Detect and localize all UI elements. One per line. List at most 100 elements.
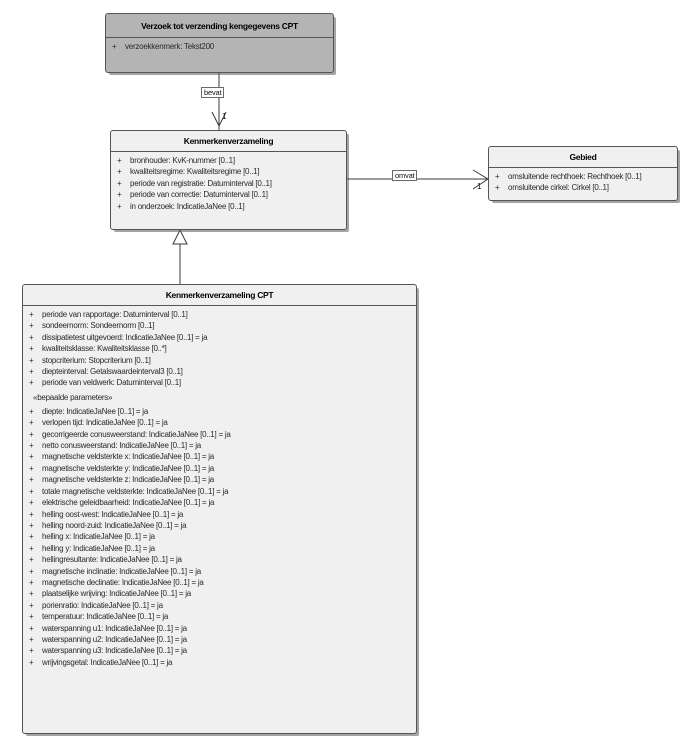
attribute-row: +waterspanning u3: IndicatieJaNee [0..1]… bbox=[23, 645, 416, 656]
visibility-marker: + bbox=[29, 509, 34, 519]
attribute-row: + omsluitende rechthoek: Rechthoek [0..1… bbox=[489, 171, 677, 182]
attribute-signature: verzoekkenmerk: Tekst200 bbox=[125, 42, 215, 51]
visibility-marker: + bbox=[29, 406, 34, 416]
class-box-kenmerkenverzameling[interactable]: Kenmerkenverzameling + bronhouder: KvK-n… bbox=[110, 130, 347, 230]
visibility-marker: + bbox=[29, 634, 34, 644]
attribute-signature: magnetische declinatie: IndicatieJaNee [… bbox=[42, 577, 204, 587]
attribute-signature: temperatuur: IndicatieJaNee [0..1] = ja bbox=[42, 612, 169, 622]
attribute-signature: magnetische veldsterkte y: IndicatieJaNe… bbox=[42, 463, 214, 473]
attribute-row: +diepteinterval: Getalswaardeinterval3 [… bbox=[23, 366, 416, 377]
attribute-signature: kwaliteitsregime: Kwaliteitsregime [0..1… bbox=[130, 167, 260, 177]
attribute-row: +wrijvingsgetal: IndicatieJaNee [0..1] =… bbox=[23, 657, 416, 668]
attribute-row: +magnetische veldsterkte z: IndicatieJaN… bbox=[23, 474, 416, 485]
visibility-marker: + bbox=[29, 367, 34, 377]
attribute-signature: periode van veldwerk: Datuminterval [0..… bbox=[42, 378, 181, 388]
attribute-signature: helling x: IndicatieJaNee [0..1] = ja bbox=[42, 532, 155, 542]
attribute-row: + plaatselijke wrijving: IndicatieJaNee [… bbox=[23, 588, 416, 599]
attribute-signature: totale magnetische veldsterkte: Indicati… bbox=[42, 486, 229, 496]
attribute-row: + in onderzoek: IndicatieJaNee [0..1] bbox=[111, 201, 346, 212]
attribute-row: + periode van correctie: Datuminterval [… bbox=[111, 189, 346, 200]
class-attributes-kenmerkenverzameling-cpt: + periode van rapportage: Datuminterval [… bbox=[23, 306, 416, 671]
attribute-signature: periode van rapportage: Datuminterval [0… bbox=[42, 310, 188, 319]
visibility-marker: + bbox=[495, 172, 500, 181]
attribute-row: + netto conusweerstand: IndicatieJaNee [0… bbox=[23, 440, 416, 451]
class-name-kenmerkenverzameling: Kenmerkenverzameling bbox=[111, 131, 346, 152]
attribute-row: +elektrische geleidbaarheid: IndicatieJa… bbox=[23, 497, 416, 508]
class-box-kenmerkenverzameling-cpt[interactable]: Kenmerkenverzameling CPT + periode van ra… bbox=[22, 284, 417, 734]
visibility-marker: + bbox=[112, 42, 117, 51]
visibility-marker: + bbox=[29, 600, 34, 610]
visibility-marker: + bbox=[29, 555, 34, 565]
visibility-marker: + bbox=[29, 441, 34, 451]
visibility-marker: + bbox=[29, 612, 34, 622]
attribute-row: + temperatuur: IndicatieJaNee [0..1] = ja bbox=[23, 611, 416, 622]
class-name-kenmerkenverzameling-cpt: Kenmerkenverzameling CPT bbox=[23, 285, 416, 306]
attribute-row: + periode van rapportage: Datuminterval [… bbox=[23, 309, 416, 320]
attribute-signature: bronhouder: KvK-nummer [0..1] bbox=[130, 156, 235, 165]
class-attributes-kenmerkenverzameling: + bronhouder: KvK-nummer [0..1] + kwalit… bbox=[111, 152, 346, 215]
attribute-signature: waterspanning u1: IndicatieJaNee [0..1] … bbox=[42, 623, 187, 633]
visibility-marker: + bbox=[29, 310, 34, 319]
attribute-signature: kwaliteitsklasse: Kwaliteitsklasse [0..*… bbox=[42, 344, 167, 354]
attribute-row: +helling oost-west: IndicatieJaNee [0..1… bbox=[23, 509, 416, 520]
visibility-marker: + bbox=[117, 156, 122, 165]
attribute-row: +helling y: IndicatieJaNee [0..1] = ja bbox=[23, 543, 416, 554]
class-name-verzoek: Verzoek tot verzending kengegevens CPT bbox=[106, 14, 333, 38]
visibility-marker: + bbox=[29, 623, 34, 633]
visibility-marker: + bbox=[29, 646, 34, 656]
attribute-row: + diepte: IndicatieJaNee [0..1] = ja bbox=[23, 406, 416, 417]
attribute-row: +dissipatietest uitgevoerd: IndicatieJaN… bbox=[23, 332, 416, 343]
attribute-signature: plaatselijke wrijving: IndicatieJaNee [0… bbox=[42, 589, 191, 599]
attribute-signature: netto conusweerstand: IndicatieJaNee [0.… bbox=[42, 441, 201, 451]
attribute-signature: hellingresultante: IndicatieJaNee [0..1]… bbox=[42, 555, 182, 565]
attribute-row: + periode van registratie: Datuminterval… bbox=[111, 178, 346, 189]
association-label-omvat: omvat bbox=[392, 170, 418, 181]
attribute-signature: sondeernorm: Sondeernorm [0..1] bbox=[42, 321, 155, 331]
visibility-marker: + bbox=[495, 183, 500, 193]
visibility-marker: + bbox=[29, 452, 34, 462]
visibility-marker: + bbox=[29, 577, 34, 587]
visibility-marker: + bbox=[29, 378, 34, 388]
attribute-signature: diepte: IndicatieJaNee [0..1] = ja bbox=[42, 406, 149, 416]
association-label-bevat: bevat bbox=[201, 87, 225, 98]
attribute-signature: dissipatietest uitgevoerd: IndicatieJaNe… bbox=[42, 332, 208, 342]
visibility-marker: + bbox=[29, 566, 34, 576]
visibility-marker: + bbox=[29, 418, 34, 428]
attribute-row: + periode van veldwerk: Datuminterval [0.… bbox=[23, 377, 416, 388]
attribute-row: + kwaliteitsregime: Kwaliteitsregime [0.… bbox=[111, 166, 346, 177]
class-attributes-verzoek: + verzoekkenmerk: Tekst200 bbox=[106, 38, 333, 55]
attribute-row: + bronhouder: KvK-nummer [0..1] bbox=[111, 155, 346, 166]
attribute-row: +gecorrigeerde conusweerstand: Indicatie… bbox=[23, 429, 416, 440]
attribute-row: + magnetische veldsterkte y: IndicatieJaN… bbox=[23, 463, 416, 474]
visibility-marker: + bbox=[29, 355, 34, 365]
attribute-signature: verlopen tijd: IndicatieJaNee [0..1] = j… bbox=[42, 418, 168, 428]
visibility-marker: + bbox=[29, 475, 34, 485]
attribute-row: + sondeernorm: Sondeernorm [0..1] bbox=[23, 320, 416, 331]
visibility-marker: + bbox=[117, 190, 122, 200]
attribute-row: +totale magnetische veldsterkte: Indicat… bbox=[23, 486, 416, 497]
attribute-signature: helling y: IndicatieJaNee [0..1] = ja bbox=[42, 543, 155, 553]
class-attributes-gebied: + omsluitende rechthoek: Rechthoek [0..1… bbox=[489, 168, 677, 197]
visibility-marker: + bbox=[29, 321, 34, 331]
attribute-row: + helling noord-zuid: IndicatieJaNee [0..… bbox=[23, 520, 416, 531]
attribute-row: + waterspanning u1: IndicatieJaNee [0..1]… bbox=[23, 623, 416, 634]
attribute-signature: magnetische veldsterkte x: IndicatieJaNe… bbox=[42, 452, 214, 462]
attribute-row: +stopcriterium: Stopcriterium [0..1] bbox=[23, 355, 416, 366]
attribute-signature: omsluitende rechthoek: Rechthoek [0..1] bbox=[508, 172, 642, 181]
multiplicity-bevat-target: 1 bbox=[222, 112, 227, 121]
visibility-marker: + bbox=[29, 463, 34, 473]
attribute-row: +helling x: IndicatieJaNee [0..1] = ja bbox=[23, 531, 416, 542]
attribute-signature: helling noord-zuid: IndicatieJaNee [0..1… bbox=[42, 520, 187, 530]
attribute-row: +magnetische inclinatie: IndicatieJaNee … bbox=[23, 566, 416, 577]
attribute-signature: porienratio: IndicatieJaNee [0..1] = ja bbox=[42, 600, 163, 610]
stereotype-bepaalde-parameters: «bepaalde parameters» bbox=[33, 392, 113, 402]
class-box-verzoek-tot-verzending-kengegevens-cpt[interactable]: Verzoek tot verzending kengegevens CPT +… bbox=[105, 13, 334, 73]
visibility-marker: + bbox=[29, 589, 34, 599]
visibility-marker: + bbox=[117, 167, 122, 177]
attribute-row: + verlopen tijd: IndicatieJaNee [0..1] = … bbox=[23, 417, 416, 428]
visibility-marker: + bbox=[29, 520, 34, 530]
visibility-marker: + bbox=[117, 178, 122, 188]
attribute-signature: periode van correctie: Datuminterval [0.… bbox=[130, 190, 268, 200]
class-box-gebied[interactable]: Gebied + omsluitende rechthoek: Rechthoe… bbox=[488, 146, 678, 201]
